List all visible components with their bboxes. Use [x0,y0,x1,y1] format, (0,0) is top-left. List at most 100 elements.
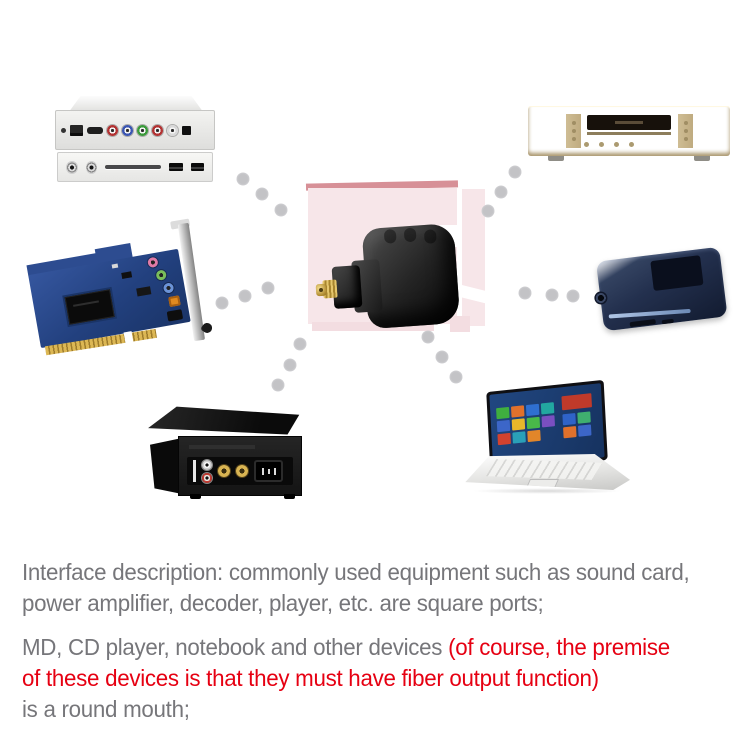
hdmi-port-icon [87,126,103,134]
laptop-keyboard [485,459,603,480]
caption-line-4: of these devices is that they must have … [22,665,599,691]
adapter-rib [423,229,437,244]
start-tile [525,403,540,417]
rca-jack-blue-icon [122,124,133,136]
adapter-rib [383,228,397,244]
rca-jack-white-icon [167,124,178,136]
connector-dot [271,378,285,392]
connector-dot [238,289,252,303]
caption: Interface description: commonly used equ… [22,557,744,725]
device-notebook-laptop [462,379,630,496]
connector-dot [236,172,250,186]
start-tile [526,416,541,430]
panel-divider [193,460,196,482]
cd-player-foot [694,156,710,161]
start-tile [577,424,592,437]
connector-dot [545,288,559,302]
coax-connector-icon [66,160,78,174]
cd-player-buttons [584,140,676,148]
cd-player-button-strip [566,114,581,148]
device-cd-player [528,102,730,166]
connector-dot [261,281,275,295]
card-slot-icon [105,165,162,169]
start-tile [496,419,511,433]
usb-port-icon [169,163,183,171]
gold-connector-icon [218,465,230,477]
connector-dot [293,337,307,351]
start-tile-desktop [561,393,593,411]
cd-player-chassis [528,106,730,156]
start-tile [512,431,526,444]
rca-pair [202,459,212,483]
md-player-buttons [661,318,674,325]
cd-player-foot [548,156,564,161]
device-set-top-box-sound-card [55,96,217,188]
stb-top-face [68,96,204,112]
rca-jack-red-icon [202,472,212,483]
amplifier-foot [284,494,295,499]
md-player-screen [650,255,704,291]
device-pci-sound-card [25,218,233,358]
start-tile [496,406,510,420]
rca-jack-green-icon [137,124,148,136]
power-jack-icon [61,127,66,133]
connector-dot [566,289,580,303]
md-player-rotated [587,236,737,346]
caption-line-2: power amplifier, decoder, player, etc. a… [22,590,544,616]
connector-dot [481,204,495,218]
ethernet-port-icon [70,124,83,136]
usb-port-icon [190,163,204,171]
connector-dot [283,358,297,372]
cd-player-display [587,115,671,130]
rca-jack-red-icon [107,124,118,136]
pci-card-rotated [15,213,242,375]
connector-dot [449,370,463,384]
optical-port-icon [182,125,191,135]
start-tile [563,425,577,439]
connector-dot [255,187,269,201]
connector-dot [494,185,508,199]
caption-red-segment: (of course, the premise [448,634,670,660]
laptop-touchpad [525,479,560,488]
thumbscrew-icon [201,322,213,334]
rca-jack-red-icon [152,124,163,136]
gold-connector-icon [236,465,248,477]
caption-line-3: MD, CD player, notebook and other device… [22,632,744,663]
connector-dot [421,330,435,344]
connector-dot [518,286,532,300]
amplifier-foot [190,494,201,499]
start-tile [497,432,511,446]
caption-line-5: is a round mouth; [22,696,190,722]
edge-connector-notch [123,331,134,344]
start-tile [510,405,525,418]
laptop-shadow [472,488,622,494]
cd-player-button-strip [678,114,693,148]
start-tile [562,412,576,426]
connector-dot [274,203,288,217]
amplifier-side-face [150,438,182,494]
adapter-fiber-hole [319,288,323,292]
device-power-amplifier-decoder [138,402,306,500]
cd-player-disc-tray [587,132,671,135]
toslink-optical-adapter [315,214,465,340]
connector-dot [508,165,522,179]
stb-port-row-lower [57,152,213,182]
start-tile [540,402,555,415]
start-tile [527,429,541,443]
caption-gray-segment: MD, CD player, notebook and other device… [22,634,449,660]
watermark-fragment [312,322,434,331]
rca-jack-white-icon [202,459,212,470]
caption-line-1: Interface description: commonly used equ… [22,559,690,585]
audio-jack-orange-icon [168,295,181,308]
watermark-fragment [450,316,470,332]
power-inlet-icon [254,460,283,482]
adapter-rib [403,227,417,243]
connector-dot [215,296,229,310]
amplifier-label-strip [189,445,255,449]
coax-connector-icon [85,160,98,174]
amplifier-rear-panel [178,436,302,496]
start-tile [577,411,591,424]
start-tile [511,418,526,431]
